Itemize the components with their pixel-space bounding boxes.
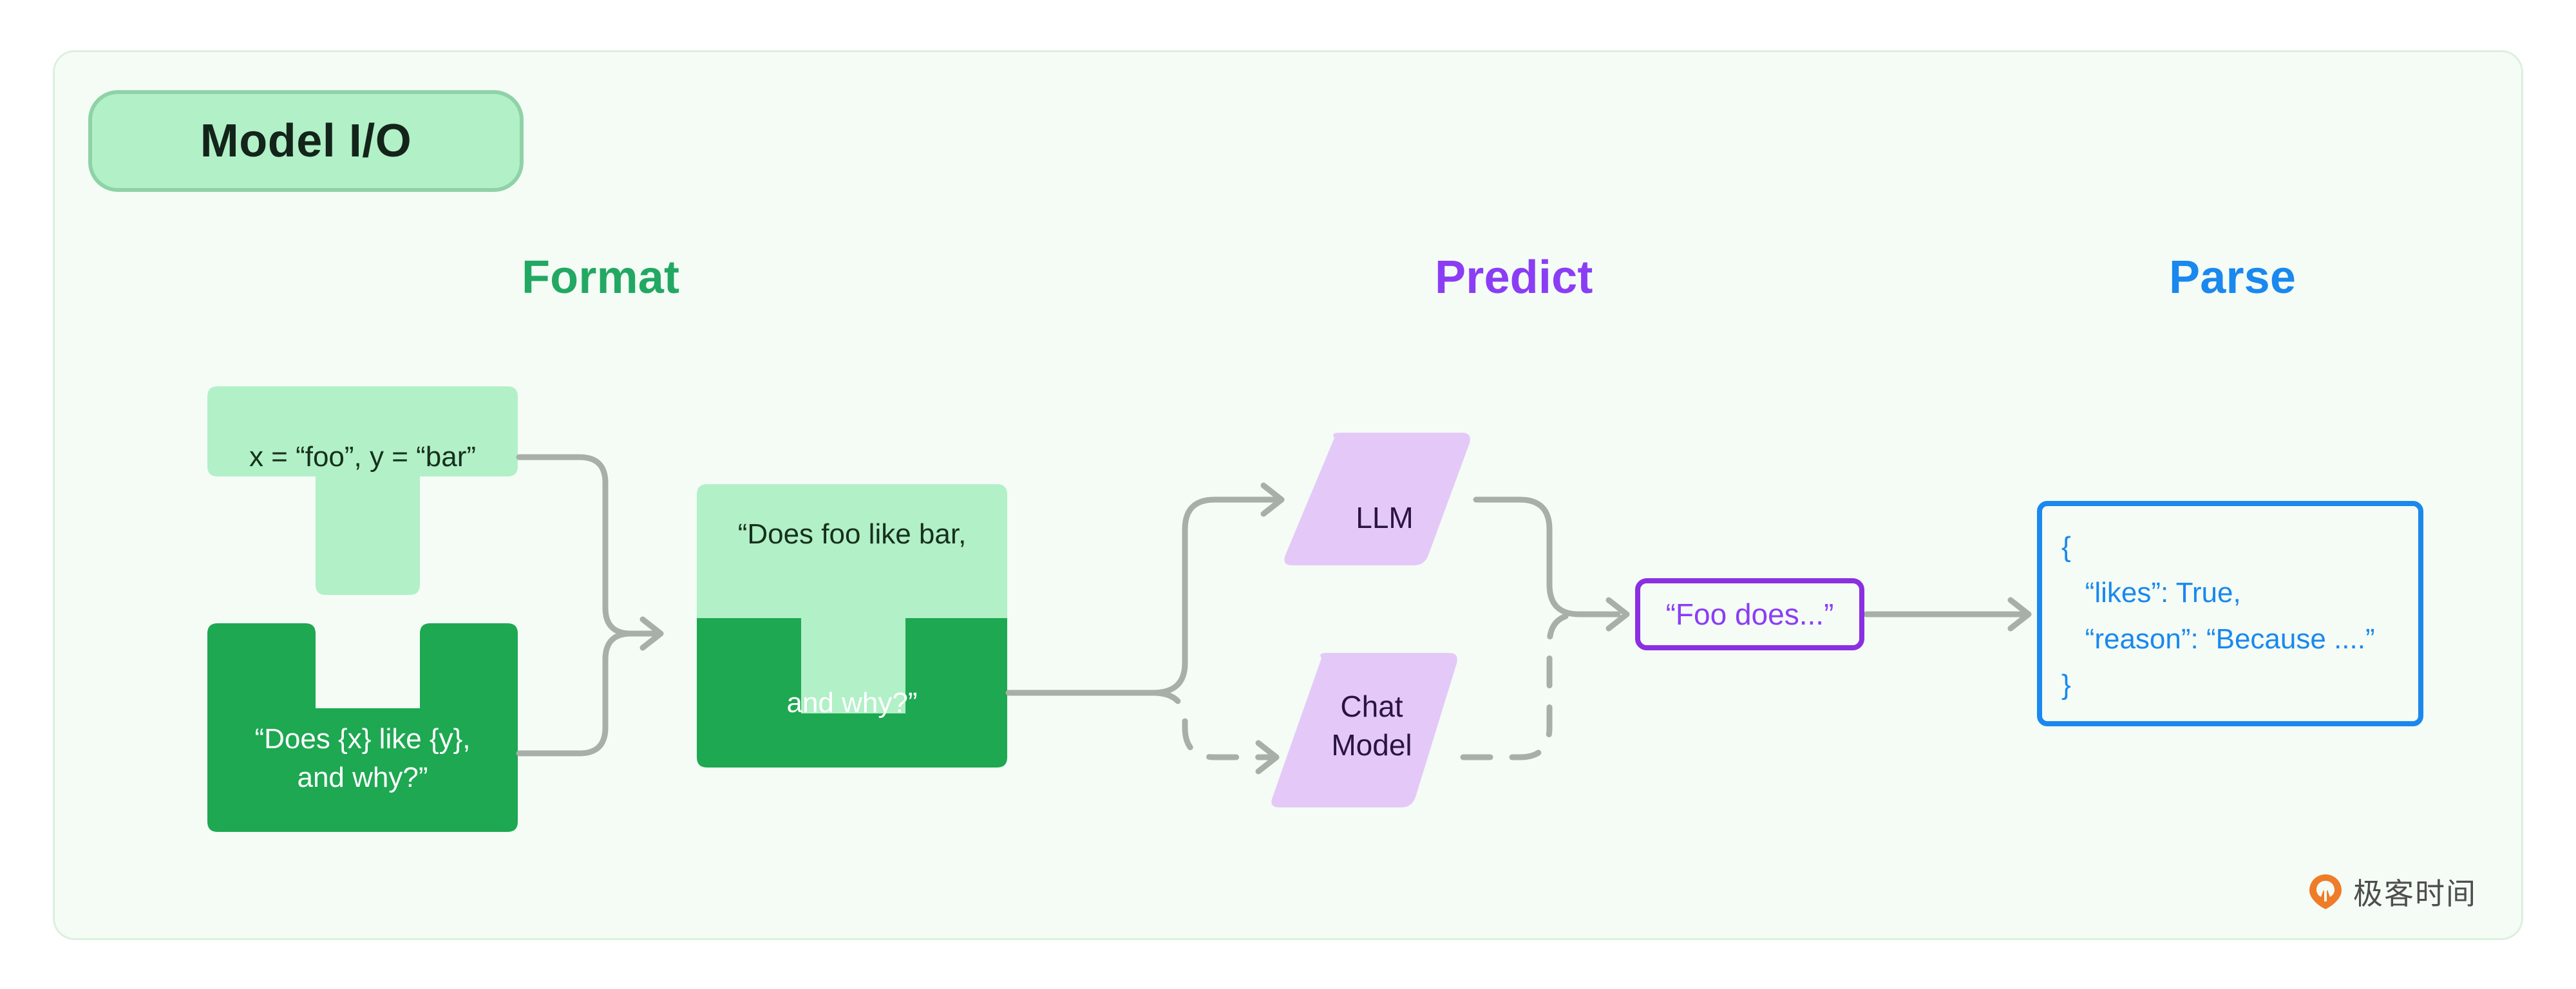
- watermark: 极客时间: [2307, 871, 2477, 913]
- section-header-format: Format: [522, 252, 680, 303]
- geektime-logo-icon: [2307, 873, 2344, 910]
- template-piece-label: “Does {x} like {y}, and why?”: [254, 723, 471, 793]
- watermark-label: 极客时间: [2353, 876, 2477, 911]
- merged-piece-bottom-label: and why?”: [786, 687, 918, 719]
- section-header-predict: Predict: [1435, 252, 1593, 303]
- chat-model-label: Chat Model: [1331, 690, 1412, 762]
- llm-label: LLM: [1356, 501, 1414, 534]
- model-output-label: “Foo does...”: [1665, 598, 1834, 631]
- section-header-parse: Parse: [2169, 252, 2297, 303]
- model-output-box: “Foo does...”: [1635, 578, 1864, 650]
- json-line: {: [2061, 531, 2071, 563]
- json-line: }: [2061, 668, 2071, 701]
- model-io-badge: Model I/O: [88, 90, 524, 192]
- merged-piece-top-label: “Does foo like bar,: [737, 518, 967, 550]
- json-line: “reason”: “Because ....”: [2061, 623, 2375, 655]
- json-line: “likes”: True,: [2061, 577, 2241, 609]
- model-io-badge-label: Model I/O: [200, 115, 412, 167]
- parsed-json-box: { “likes”: True, “reason”: “Because ....…: [2037, 501, 2423, 726]
- variables-piece-label: x = “foo”, y = “bar”: [249, 441, 477, 473]
